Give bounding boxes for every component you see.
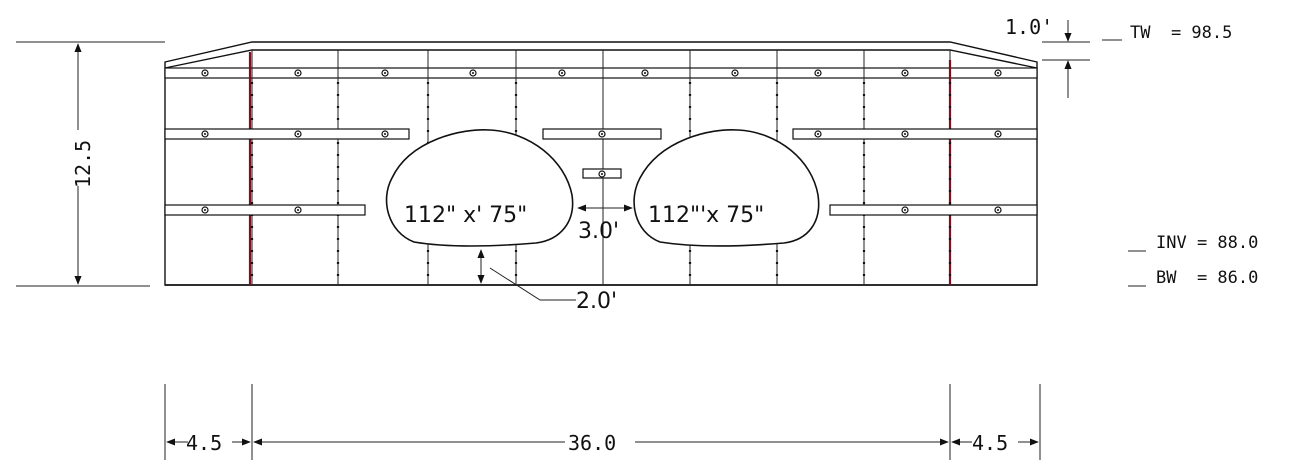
elevation-top-wall: TW = 98.5 [1130,23,1232,43]
gap-dimension: 3.0' [577,204,633,244]
opening-left: 112" x' 75" [385,128,574,247]
dotted-seams [250,82,952,282]
clearance-dimension: 2.0' [477,249,617,314]
width-dimensions: 4.5 36.0 4.5 [164,384,1041,460]
height-dimension: 12.5 [16,41,165,287]
left-overhang-label: 4.5 [186,431,222,455]
clearance-dimension-label: 2.0' [576,289,617,314]
elevation-invert: INV = 88.0 [1156,233,1258,253]
span-label: 36.0 [568,431,616,455]
opening-right-label: 112"'x 75" [648,203,764,228]
gap-dimension-label: 3.0' [578,219,619,244]
elevation-labels: TW = 98.5 INV = 88.0 BW = 86.0 [1102,23,1258,288]
structure-outline [164,41,1038,286]
height-dimension-label: 12.5 [71,140,95,188]
opening-left-label: 112" x' 75" [404,203,527,228]
elevation-bottom-wall: BW = 86.0 [1156,268,1258,288]
top-drop-dimension: 1.0' [1005,15,1090,98]
panel-lines [251,50,951,285]
right-overhang-label: 4.5 [972,431,1008,455]
top-drop-dimension-label: 1.0' [1005,15,1053,39]
opening-right: 112"'x 75" [633,128,820,247]
bolts [201,69,1002,214]
